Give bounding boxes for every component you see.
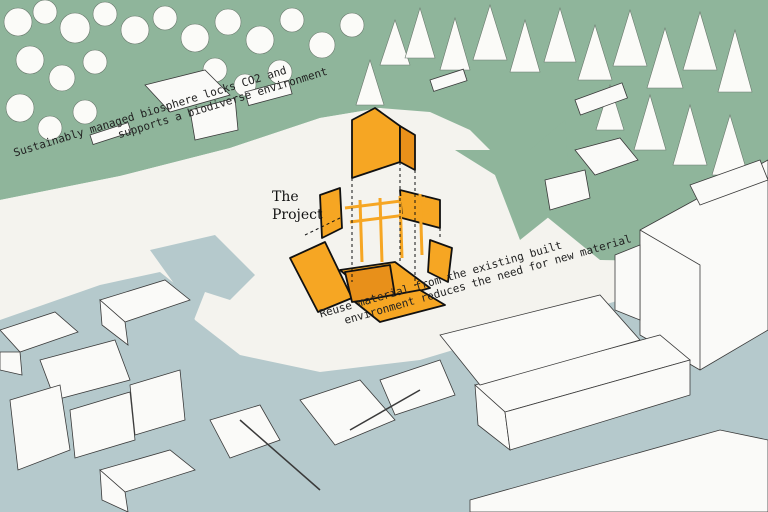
- log-piles: [89, 68, 628, 146]
- urban-arrow-head: [150, 235, 255, 330]
- processing-plant: [209, 359, 456, 491]
- logging-truck-1: [144, 69, 239, 141]
- project-title-line2: Project: [272, 207, 323, 223]
- dump-truck-2: [0, 311, 79, 376]
- office-buildings: [614, 159, 768, 371]
- material-stacks: [9, 339, 186, 471]
- forest-trees: [3, 0, 753, 176]
- logging-truck-2: [544, 137, 639, 211]
- terraced-houses: [439, 294, 691, 451]
- forest-arrow-head: [455, 120, 570, 240]
- project-axonometric: [289, 107, 453, 323]
- dump-truck-1: [99, 279, 191, 346]
- project-title: The Project: [272, 188, 323, 224]
- project-title-line1: The: [272, 189, 299, 205]
- dump-truck-3: [99, 449, 196, 512]
- terraced-houses-bottom: [469, 429, 768, 512]
